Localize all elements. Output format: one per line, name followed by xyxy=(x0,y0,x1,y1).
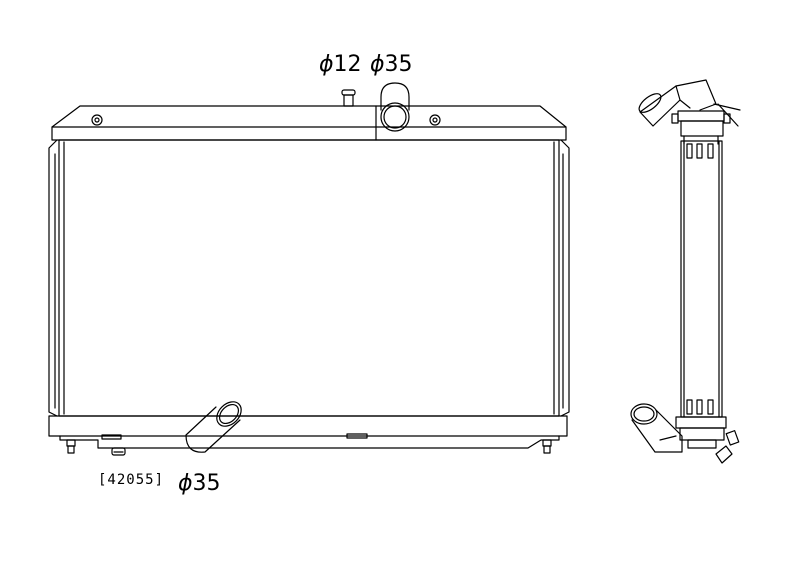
diameter-symbol: ϕ xyxy=(178,471,193,496)
top-small-port-label: ϕ12 xyxy=(319,52,362,77)
top-tank-right-bolt xyxy=(429,114,441,126)
right-mount-foot xyxy=(542,439,552,454)
bottom-port-value: 35 xyxy=(192,471,221,496)
bottom-outlet-pipe xyxy=(185,401,242,453)
top-tank-left-bolt xyxy=(91,114,103,126)
left-mount-foot xyxy=(66,439,76,454)
radiator-core xyxy=(58,139,560,417)
bottom-tank xyxy=(48,415,568,437)
side-core xyxy=(680,140,723,418)
side-drain-cock xyxy=(715,430,740,464)
bottom-tank-left-slot xyxy=(101,434,122,440)
diameter-symbol: ϕ xyxy=(370,52,385,77)
bottom-tank-right-slot xyxy=(346,433,368,439)
radiator-front-view xyxy=(48,82,570,456)
radiator-side-view xyxy=(630,79,741,464)
top-small-nipple xyxy=(341,89,356,107)
top-inlet-pipe xyxy=(380,82,410,132)
part-code-label: [42055] xyxy=(98,472,165,488)
side-top-header xyxy=(677,110,725,122)
diameter-symbol: ϕ xyxy=(319,52,334,77)
top-tank xyxy=(51,105,567,141)
drain-plug xyxy=(111,447,126,456)
side-top-inlet-elbow xyxy=(638,79,741,127)
top-large-port-value: 35 xyxy=(384,52,413,77)
top-large-port-label: ϕ35 xyxy=(370,52,413,77)
side-bottom-header xyxy=(675,416,727,429)
side-bottom-outlet-elbow xyxy=(630,403,683,453)
right-side-bracket xyxy=(560,139,570,417)
bottom-port-label: ϕ35 xyxy=(178,471,221,496)
top-small-port-value: 12 xyxy=(333,52,362,77)
left-side-bracket xyxy=(48,139,58,417)
